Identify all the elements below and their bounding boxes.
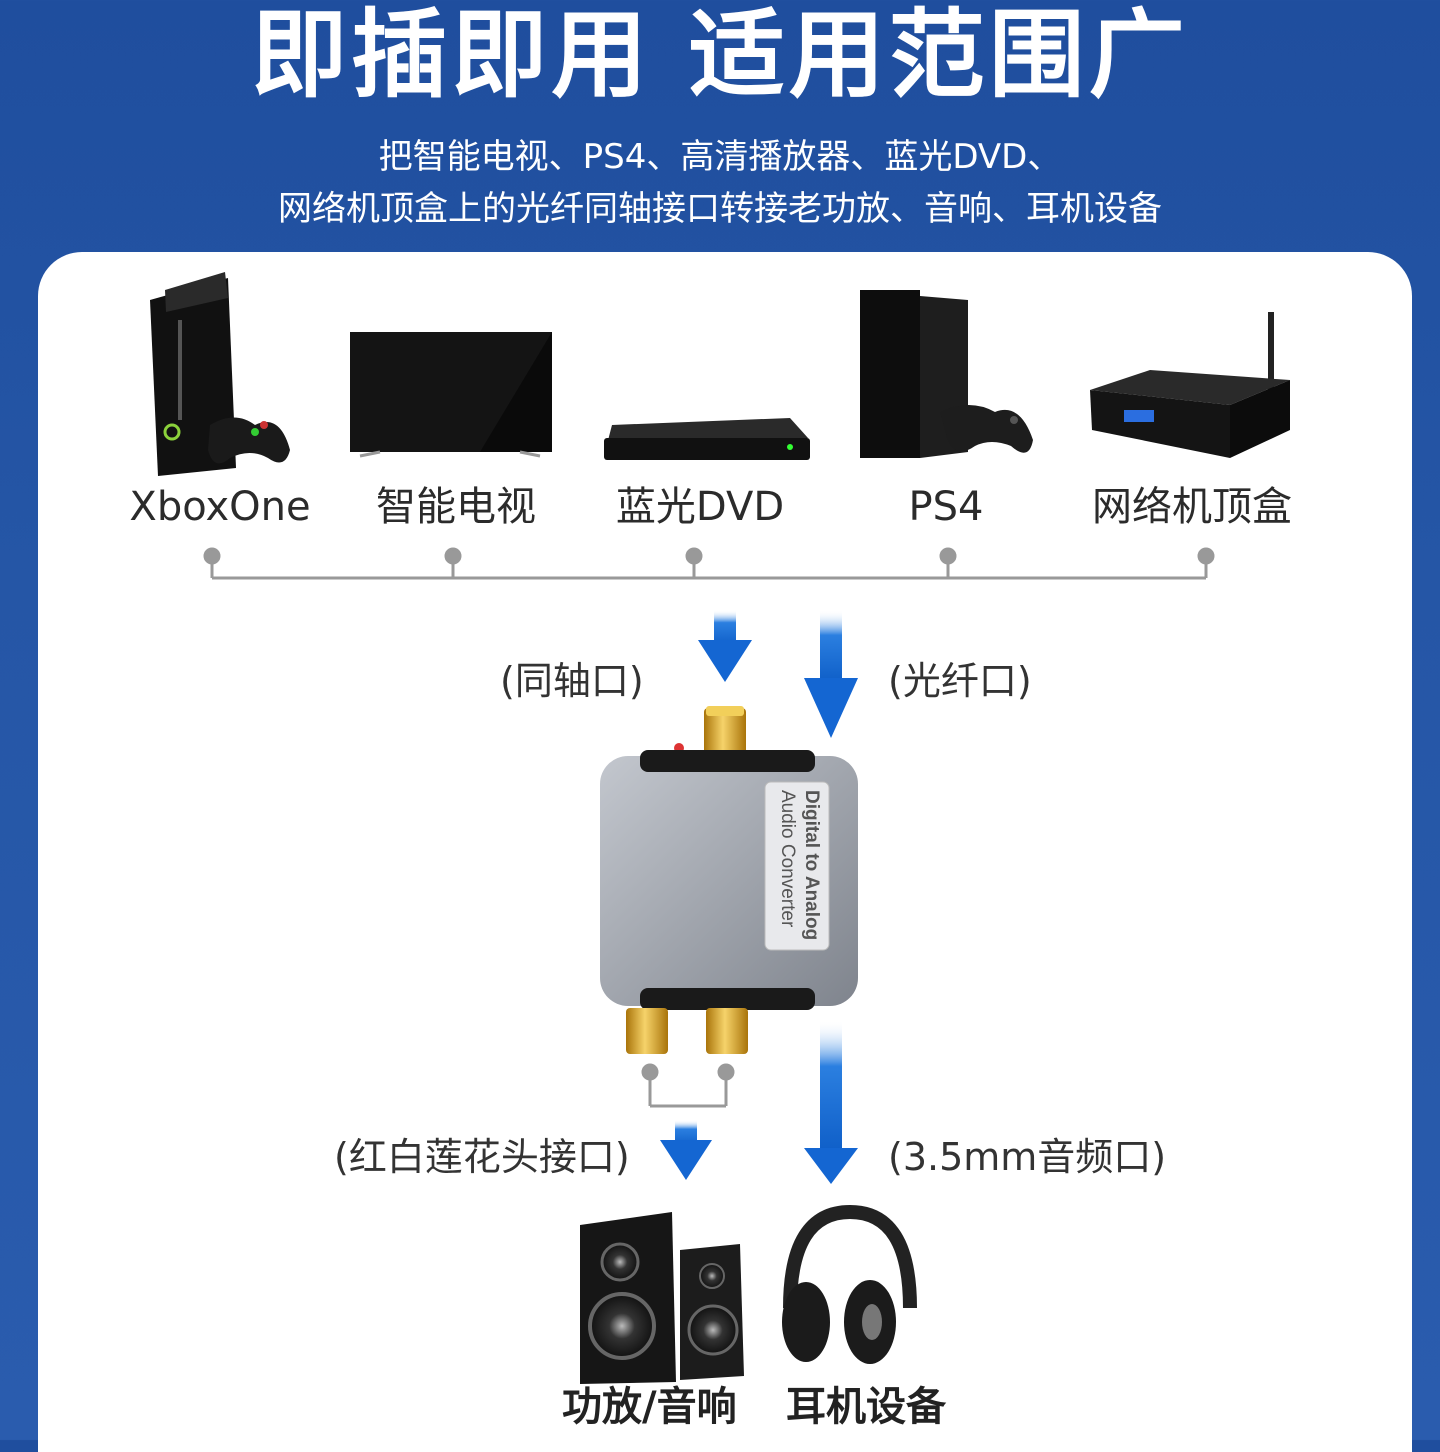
converter-device: Digital to Analog Audio Converter (600, 706, 858, 1054)
rca-port-label: (红白莲花头接口) (334, 1135, 630, 1179)
smart-tv-icon (350, 332, 552, 458)
source-label-bluray: 蓝光DVD (615, 484, 785, 530)
set-top-box-icon (1090, 312, 1290, 458)
optical-arrow (804, 610, 858, 738)
source-label-xboxone: XboxOne (129, 484, 311, 530)
subtitle-line-2: 网络机顶盒上的光纤同轴接口转接老功放、音响、耳机设备 (278, 189, 1162, 229)
rca-arrow (660, 1120, 712, 1180)
coaxial-arrow (698, 610, 752, 682)
page-title: 即插即用 适用范围广 (251, 0, 1189, 111)
xbox-console-icon (150, 272, 290, 476)
coaxial-port-label: (同轴口) (500, 659, 644, 703)
optical-port-label: (光纤口) (888, 659, 1032, 703)
source-label-set-top-box: 网络机顶盒 (1092, 484, 1292, 530)
source-bracket (203, 547, 1215, 580)
speakers-icon (580, 1212, 744, 1384)
jack-port-label: (3.5mm音频口) (888, 1135, 1167, 1179)
subtitle-line-1: 把智能电视、PS4、高清播放器、蓝光DVD、 (378, 137, 1062, 177)
converter-label-line1: Digital to Analog (801, 790, 822, 940)
bluray-player-icon (604, 418, 810, 460)
jack-arrow (804, 1020, 858, 1184)
converter-label-line2: Audio Converter (777, 790, 798, 928)
source-label-ps4: PS4 (908, 484, 984, 530)
ps4-console-icon (860, 290, 1033, 458)
rca-bracket (641, 1063, 735, 1108)
source-label-smart-tv: 智能电视 (376, 484, 536, 530)
headphones-icon (782, 1204, 917, 1364)
output-label-speakers: 功放/音响 (562, 1384, 737, 1430)
output-label-headphones: 耳机设备 (786, 1384, 946, 1430)
